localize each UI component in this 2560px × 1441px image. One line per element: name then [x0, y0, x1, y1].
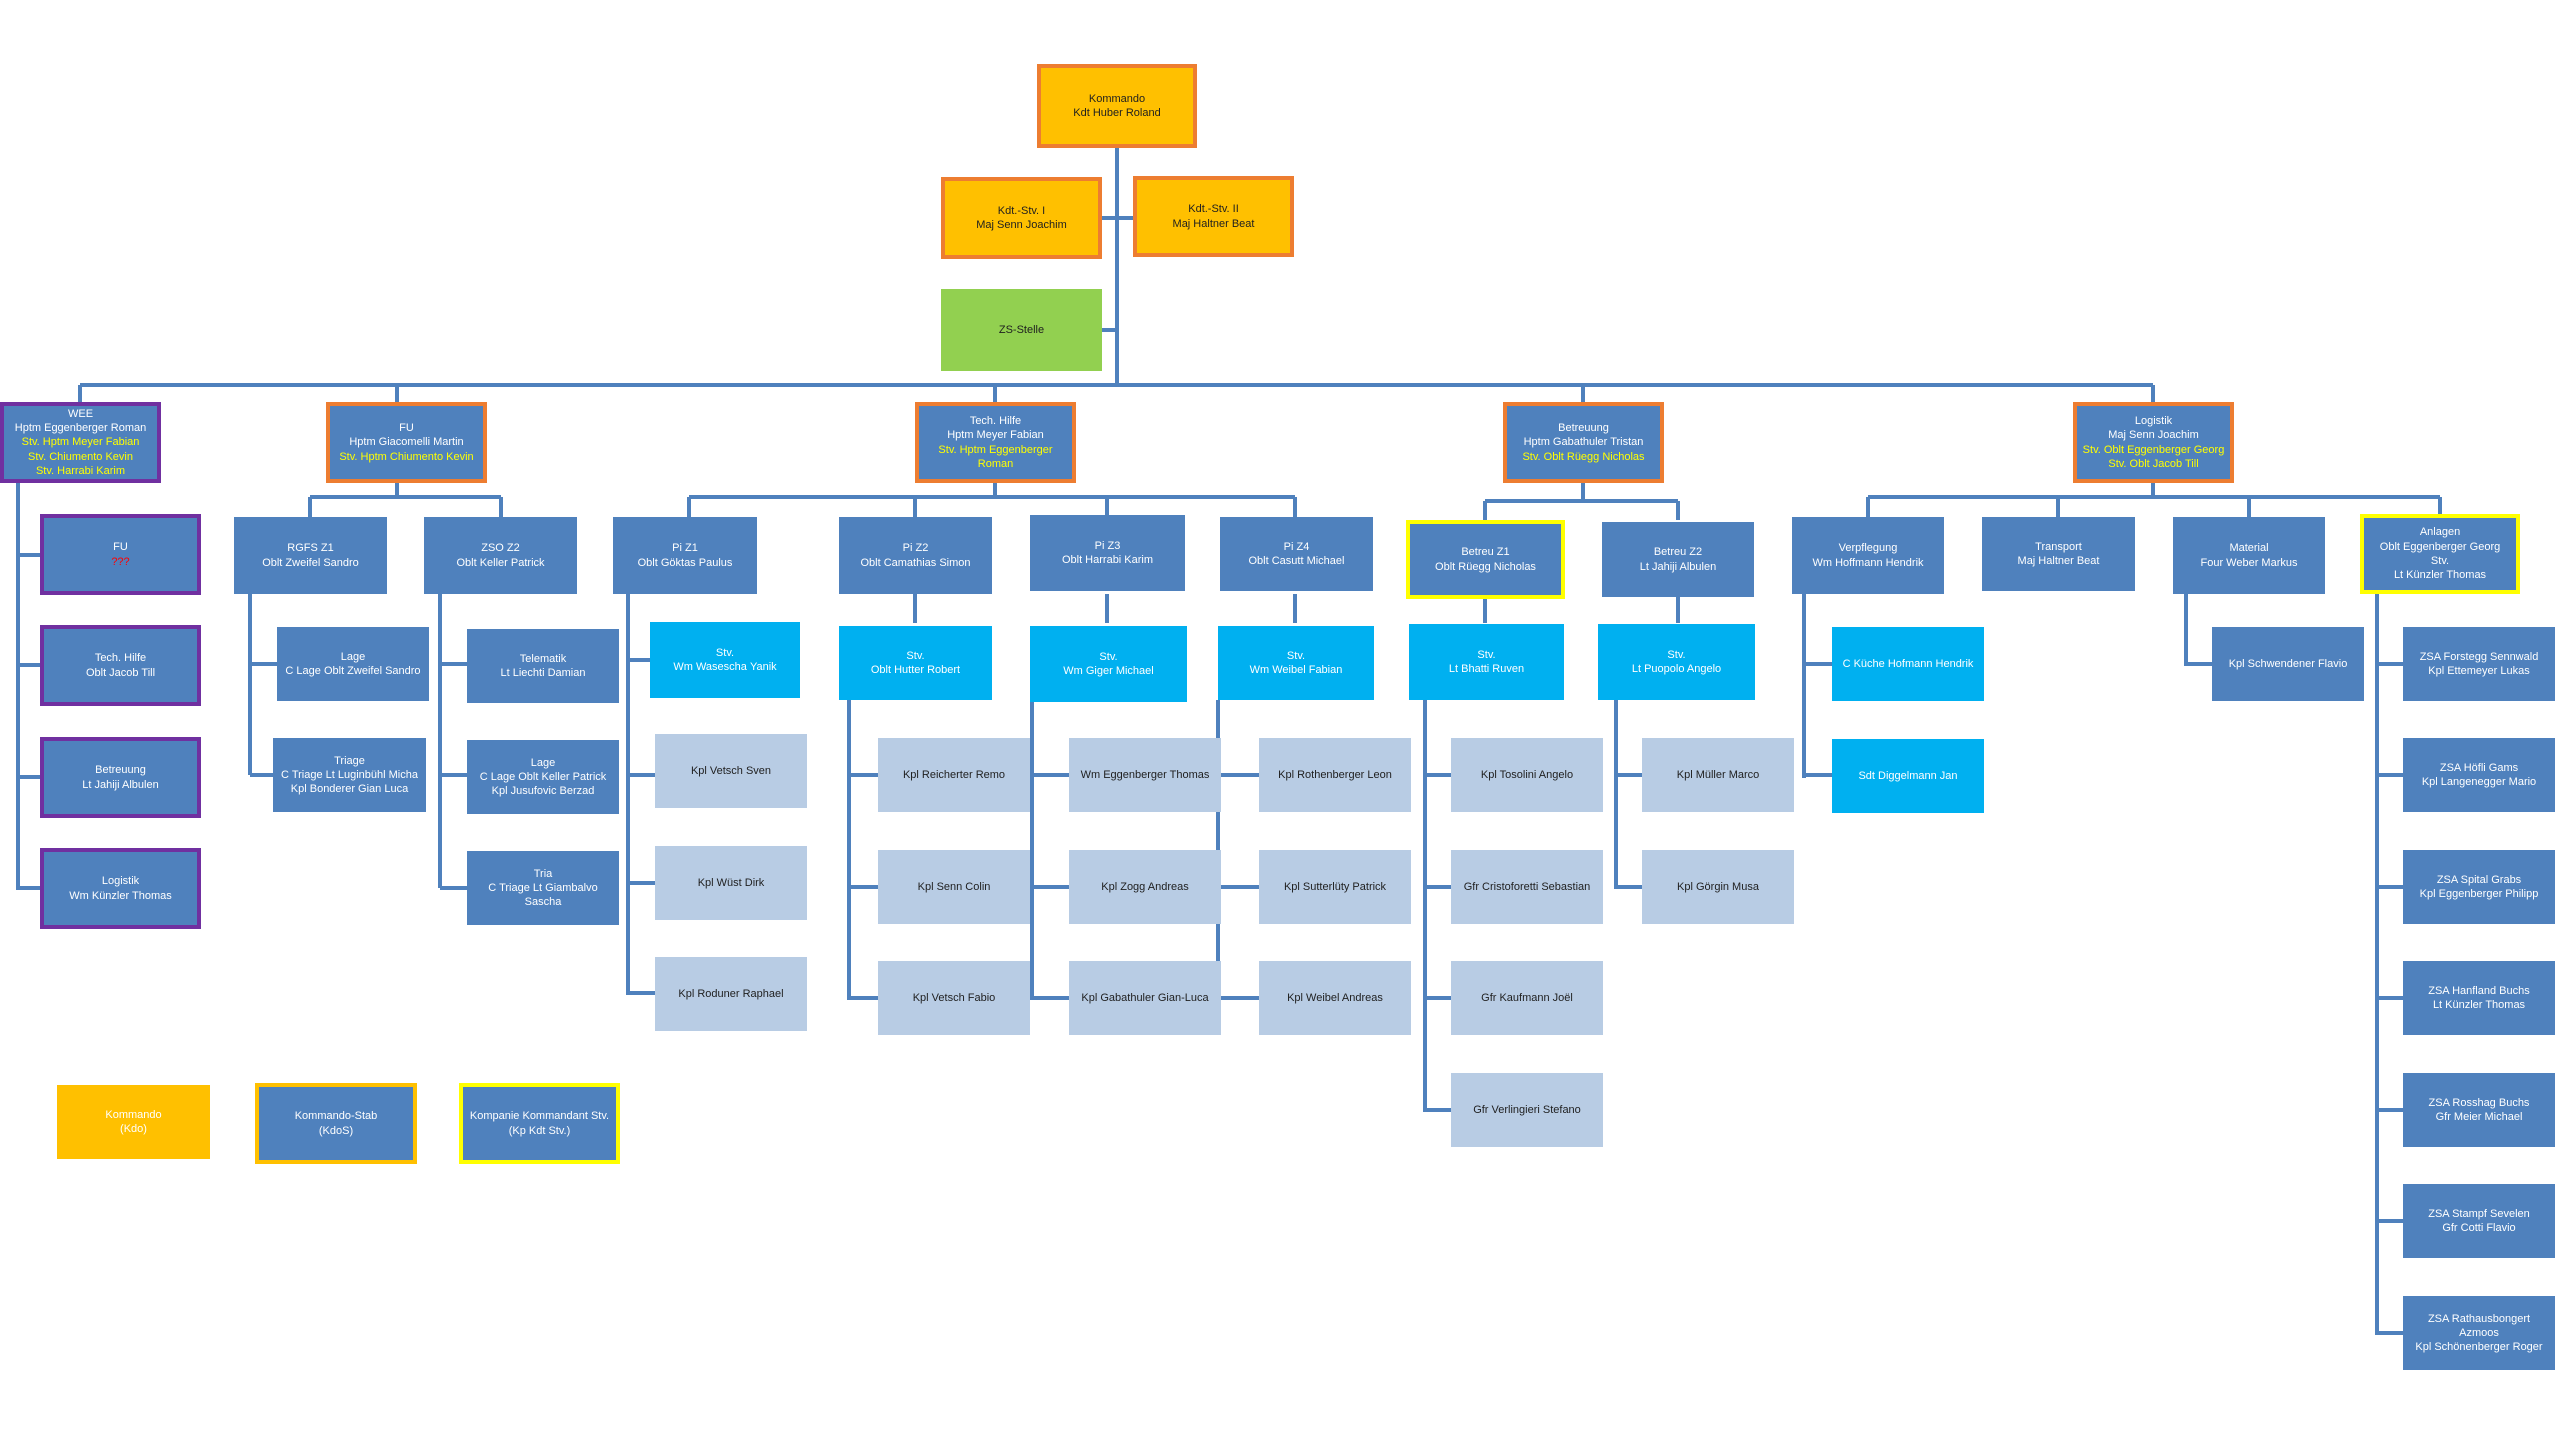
betreu-z1-member-box: Gfr Kaufmann Joël	[1451, 961, 1603, 1035]
betreu-z2-member-box: Kpl Müller Marco	[1642, 738, 1794, 812]
pi-z2-stv-box: Stv.Oblt Hutter Robert	[839, 626, 992, 700]
verpflegung-member-box: Sdt Diggelmann Jan	[1832, 739, 1984, 813]
pi-z4-member-box: Kpl Rothenberger Leon	[1259, 738, 1411, 812]
legend-kommando-stab: Kommando-Stab(KdoS)	[255, 1083, 417, 1164]
pi-z4-stv-box: Stv.Wm Weibel Fabian	[1218, 626, 1374, 700]
legend-kommando: Kommando(Kdo)	[57, 1085, 210, 1159]
pi-z1-stv-box: Stv.Wm Waseschа Yanik	[650, 622, 800, 698]
betreu-z1-member-box: Kpl Tosolini Angelo	[1451, 738, 1603, 812]
pi-z2-member-box: Kpl Senn Colin	[878, 850, 1030, 924]
pi-z3-member-box: Kpl Gabathuler Gian-Luca	[1069, 961, 1221, 1035]
pi-z3-member-box: Wm Eggenberger Thomas	[1069, 738, 1221, 812]
wee-fu-box: FU???	[40, 514, 201, 595]
betreu-z2-stv-box: Stv.Lt Puopolo Angelo	[1598, 624, 1755, 700]
betreu-z1-stv-box: Stv.Lt Bhatti Ruven	[1409, 624, 1564, 700]
pi-z3-member-box: Kpl Zogg Andreas	[1069, 850, 1221, 924]
betreu-z1-member-box: Gfr Verlingieri Stefano	[1451, 1073, 1603, 1147]
pi-z2-member-box: Kpl Reicherter Remo	[878, 738, 1030, 812]
zs-stelle-box: ZS-Stelle	[941, 289, 1102, 371]
betreu-z1-member-box: Gfr Cristoforetti Sebastian	[1451, 850, 1603, 924]
pi-z1-member-box: Kpl Wüst Dirk	[655, 846, 807, 920]
pi-z1-member-box: Kpl Vetsch Sven	[655, 734, 807, 808]
verpflegung-member-box: C Küche Hofmann Hendrik	[1832, 627, 1984, 701]
betreu-z2-member-box: Kpl Görgin Musa	[1642, 850, 1794, 924]
pi-z3-stv-box: Stv.Wm Giger Michael	[1030, 626, 1187, 702]
legend-kp-kdt-stv: Kompanie Kommandant Stv.(Kp Kdt Stv.)	[459, 1083, 620, 1164]
pi-z4-member-box: Kpl Weibel Andreas	[1259, 961, 1411, 1035]
material-member-box: Kpl Schwendener Flavio	[2212, 627, 2364, 701]
pi-z4-member-box: Kpl Sutterlüty Patrick	[1259, 850, 1411, 924]
pi-z1-member-box: Kpl Roduner Raphael	[655, 957, 807, 1031]
pi-z2-member-box: Kpl Vetsch Fabio	[878, 961, 1030, 1035]
